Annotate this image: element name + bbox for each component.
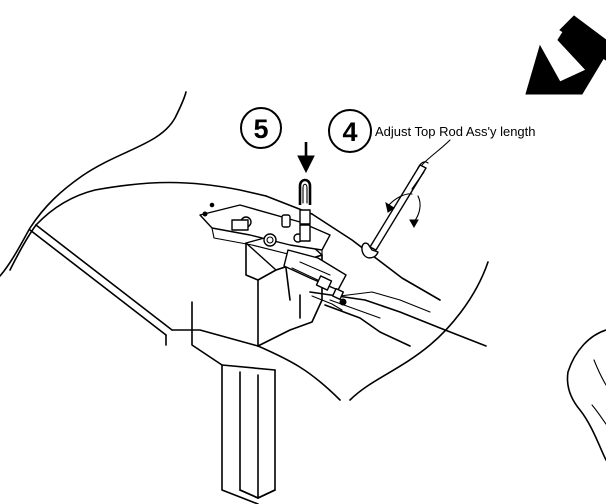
callout-leader (421, 139, 451, 166)
bold-arrow-down-left-icon (525, 15, 606, 95)
bracket-plate (199, 202, 347, 311)
top-rail (309, 213, 487, 347)
background-sheet (0, 91, 606, 461)
arrow-down-icon (297, 142, 315, 174)
step-5-badge: 5 (240, 107, 282, 149)
step-4-number: 4 (342, 117, 357, 147)
callout-text: Adjust Top Rod Ass'y length (375, 124, 536, 139)
vertical-post (191, 301, 276, 504)
callout: Adjust Top Rod Ass'y length (375, 124, 536, 166)
rotate-arrows-icon (385, 171, 425, 229)
step-4-badge: 4 (328, 109, 372, 153)
clip-pin (298, 178, 312, 225)
step-5-number: 5 (253, 114, 268, 144)
door-top-frame (29, 181, 341, 401)
wrench-icon (361, 161, 429, 259)
